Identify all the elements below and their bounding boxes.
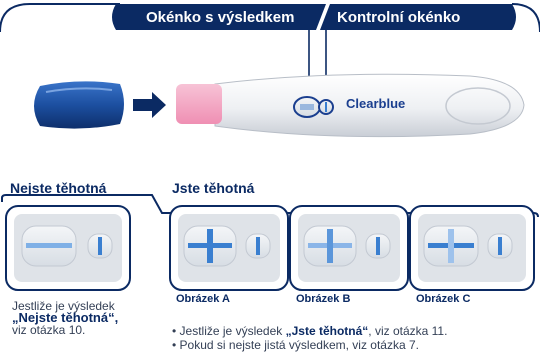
absorbent-wick [176, 84, 222, 124]
bullet-icon: • [172, 324, 180, 338]
bullet-2-text: Pokud si nejste jistá výsledkem, viz otá… [179, 338, 419, 352]
results-frame [1, 194, 539, 218]
not-pregnant-note-result: „Nejste těhotná“, [12, 310, 119, 325]
bullet-1-prefix: Jestliže je výsledek [179, 324, 286, 338]
window-figure-c [409, 205, 535, 291]
bullet-icon: • [172, 338, 180, 352]
header-banner [0, 0, 540, 33]
not-pregnant-note-prefix: Jestliže je výsledek [12, 299, 115, 313]
figure-a-caption: Obrázek A [176, 293, 231, 305]
figure-b-caption: Obrázek B [296, 293, 351, 305]
brand-logo: Clearblue [346, 96, 406, 111]
pregnant-note-bullet-1: • Jestliže je výsledek „Jste těhotná“, v… [172, 324, 538, 338]
window-figure-b [289, 205, 409, 291]
bullet-1-result: „Jste těhotná“ [285, 324, 369, 338]
pregnant-note-bullet-2: • Pokud si nejste jistá výsledkem, viz o… [172, 338, 538, 352]
pregnancy-test-device [34, 73, 525, 138]
window-figure-a [169, 205, 289, 291]
result-window-label: Okénko s výsledkem [146, 9, 295, 26]
window-not-pregnant [5, 205, 131, 291]
control-window-label: Kontrolní okénko [337, 9, 461, 26]
not-pregnant-note: Jestliže je výsledek „Nejste těhotná“, v… [12, 300, 172, 336]
bullet-1-suffix: , viz otázka 11. [368, 324, 448, 338]
arrow-icon [133, 92, 166, 118]
pregnant-note: • Jestliže je výsledek „Jste těhotná“, v… [172, 324, 538, 352]
figure-c-caption: Obrázek C [416, 293, 471, 305]
cap [34, 81, 124, 129]
not-pregnant-heading: Nejste těhotná [10, 180, 107, 196]
pregnant-heading: Jste těhotná [172, 180, 255, 196]
not-pregnant-note-suffix: viz otázka 10. [12, 323, 86, 337]
